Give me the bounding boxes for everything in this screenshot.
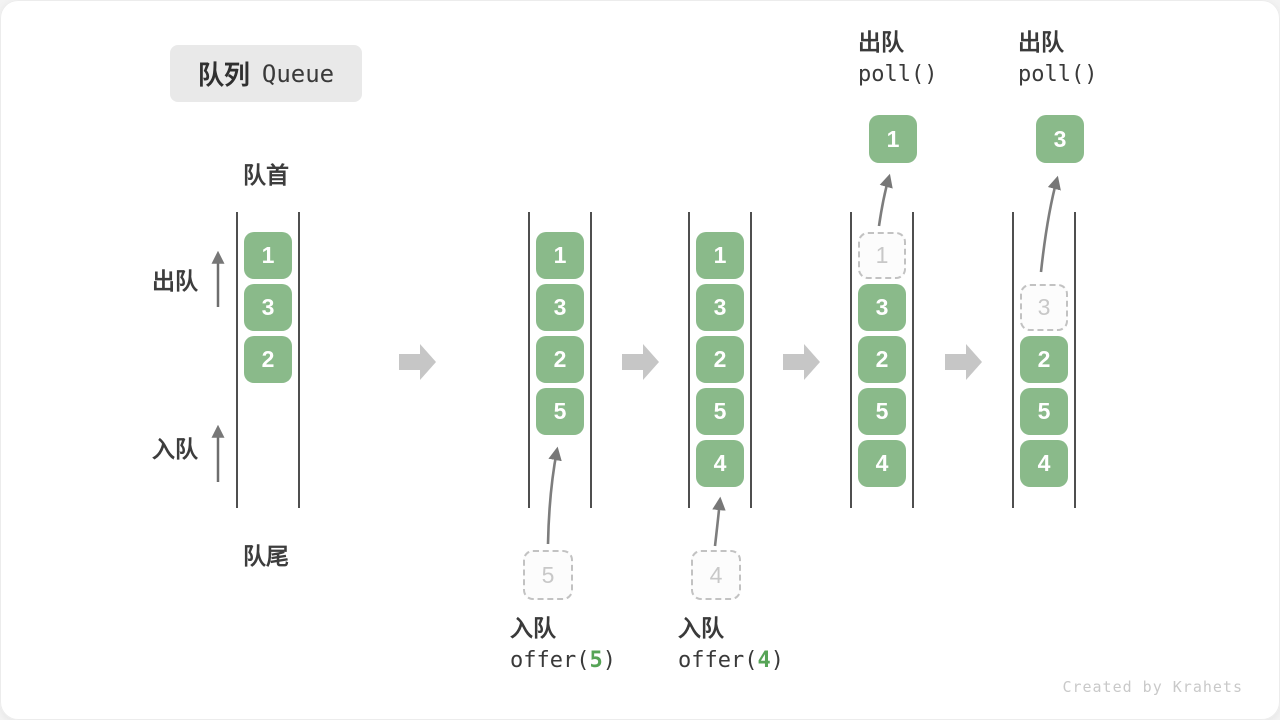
polled-element-box-3: 3 <box>1036 115 1084 163</box>
queue-item: 2 <box>244 336 292 383</box>
title-en: Queue <box>261 59 335 88</box>
queue-item: 5 <box>1020 388 1068 435</box>
queue-wall-right <box>912 212 914 508</box>
code-pre: poll() <box>1018 62 1098 87</box>
op-label: 入队 <box>510 615 556 641</box>
op-code: offer(5) <box>510 644 616 678</box>
op-dequeue-poll-3: 出队 poll() <box>1018 26 1097 92</box>
queue-item: 4 <box>696 440 744 487</box>
watermark: Created by Krahets <box>1062 678 1243 696</box>
op-label: 入队 <box>678 615 724 641</box>
queue-wall-right <box>298 212 300 508</box>
queue-item: 3 <box>696 284 744 331</box>
step-arrow-icon-1 <box>399 344 436 380</box>
op-code: offer(4) <box>678 644 784 678</box>
queue-item-removed: 1 <box>858 232 906 279</box>
queue-wall-right <box>750 212 752 508</box>
code-pre: offer( <box>678 648 758 673</box>
code-pre: poll() <box>858 62 938 87</box>
queue-item: 3 <box>244 284 292 331</box>
op-enqueue-offer-4: 入队 offer(4) <box>678 612 784 678</box>
queue-wall-right <box>590 212 592 508</box>
queue-state-5: 3 2 5 4 <box>1012 212 1076 508</box>
op-label: 出队 <box>1018 29 1064 55</box>
queue-item: 2 <box>536 336 584 383</box>
incoming-element-box-5: 5 <box>523 550 573 600</box>
queue-wall-right <box>1074 212 1076 508</box>
queue-item: 2 <box>858 336 906 383</box>
queue-item: 3 <box>858 284 906 331</box>
queue-wall-left <box>528 212 530 508</box>
queue-state-2: 1 3 2 5 <box>528 212 592 508</box>
queue-item: 5 <box>858 388 906 435</box>
queue-wall-left <box>850 212 852 508</box>
op-enqueue-offer-5: 入队 offer(5) <box>510 612 616 678</box>
op-dequeue-poll-1: 出队 poll() <box>858 26 937 92</box>
title-box: 队列 Queue <box>170 45 362 102</box>
queue-item: 1 <box>696 232 744 279</box>
queue-item: 2 <box>1020 336 1068 383</box>
queue-wall-left <box>236 212 238 508</box>
queue-item: 5 <box>696 388 744 435</box>
queue-item: 4 <box>1020 440 1068 487</box>
queue-state-1: 1 3 2 <box>236 212 300 508</box>
code-post: ) <box>602 648 616 673</box>
queue-state-3: 1 3 2 5 4 <box>688 212 752 508</box>
queue-item: 5 <box>536 388 584 435</box>
queue-wall-left <box>1012 212 1014 508</box>
queue-state-4: 1 3 2 5 4 <box>850 212 914 508</box>
label-dequeue-side: 出队 <box>152 268 198 294</box>
polled-element-box-1: 1 <box>869 115 917 163</box>
label-queue-rear: 队尾 <box>243 543 289 569</box>
title-zh: 队列 <box>197 60 250 90</box>
code-arg: 5 <box>589 648 603 673</box>
incoming-element-box-4: 4 <box>691 550 741 600</box>
step-arrow-icon-3 <box>783 344 820 380</box>
label-queue-front: 队首 <box>243 162 289 188</box>
queue-item: 2 <box>696 336 744 383</box>
queue-item-removed: 3 <box>1020 284 1068 331</box>
step-arrow-icon-4 <box>945 344 982 380</box>
queue-wall-left <box>688 212 690 508</box>
step-arrow-icon-2 <box>622 344 659 380</box>
queue-item: 4 <box>858 440 906 487</box>
op-code: poll() <box>858 58 937 92</box>
code-post: ) <box>770 648 784 673</box>
queue-item: 1 <box>244 232 292 279</box>
code-arg: 4 <box>757 648 771 673</box>
label-enqueue-side: 入队 <box>152 436 198 462</box>
op-label: 出队 <box>858 29 904 55</box>
queue-item: 1 <box>536 232 584 279</box>
op-code: poll() <box>1018 58 1097 92</box>
code-pre: offer( <box>510 648 590 673</box>
queue-item: 3 <box>536 284 584 331</box>
